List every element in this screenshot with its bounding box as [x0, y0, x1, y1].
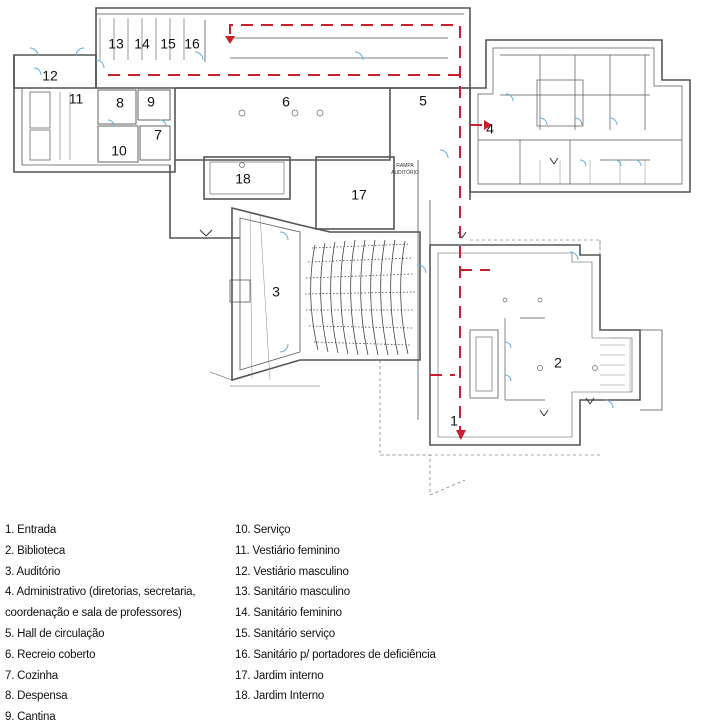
legend-item: 6. Recreio coberto: [5, 648, 96, 661]
legend-item: 11. Vestiário feminino: [235, 544, 340, 557]
legend-item: 3. Auditório: [5, 565, 61, 578]
room-number-8: 8: [116, 95, 124, 111]
door-jambs: [199, 157, 595, 417]
ramp-label-line1: RAMPA: [396, 163, 414, 169]
legend-item: 4. Administrativo (diretorias, secretari…: [5, 586, 196, 599]
legend-item: 8. Despensa: [5, 690, 68, 703]
legend-item: 15. Sanitário serviço: [235, 627, 335, 640]
legend-item: 16. Sanitário p/ portadores de deficiênc…: [235, 648, 436, 661]
room-number-6: 6: [282, 94, 290, 110]
room-number-1: 1: [450, 413, 458, 429]
room-number-13: 13: [108, 36, 124, 52]
floor-plan: RAMPA AUDITÓRIO 1 2 3 4 5 6 7 8 9 10 11 …: [13, 7, 691, 496]
ramp-label-line2: AUDITÓRIO: [391, 169, 419, 176]
route-arrows: [225, 36, 492, 440]
legend-column-left: 1. Entrada 2. Biblioteca 3. Auditório 4.…: [5, 520, 225, 728]
legend-item: 18. Jardim Interno: [235, 690, 325, 703]
legend-item: 10. Serviço: [235, 524, 291, 536]
room-number-10: 10: [111, 143, 127, 159]
legend-item: 2. Biblioteca: [5, 544, 66, 557]
legend-item: 9. Cantina: [5, 711, 56, 724]
legend-item: 12. Vestiário masculino: [235, 565, 349, 578]
room-number-2: 2: [554, 355, 562, 371]
legend-item: 5. Hall de circulação: [5, 627, 105, 640]
legend-item: 13. Sanitário masculino: [235, 586, 350, 599]
room-number-15: 15: [160, 36, 176, 52]
room-number-17: 17: [351, 187, 367, 203]
room-number-18: 18: [235, 171, 251, 187]
room-number-12: 12: [42, 68, 58, 84]
room-number-9: 9: [147, 94, 155, 110]
legend-column-right: 10. Serviço 11. Vestiário feminino 12. V…: [235, 520, 535, 707]
room-number-7: 7: [154, 127, 162, 143]
room-number-5: 5: [419, 93, 427, 109]
interior-details: [249, 160, 646, 392]
legend-item: coordenação e sala de professores): [5, 607, 182, 620]
legend: 1. Entrada 2. Biblioteca 3. Auditório 4.…: [0, 520, 705, 727]
auditorium-seating: [304, 239, 416, 356]
legend-item: 17. Jardim interno: [235, 669, 324, 682]
room-number-11: 11: [69, 91, 84, 107]
columns: [238, 109, 598, 371]
doors: [29, 47, 642, 409]
building-walls: [13, 7, 691, 496]
legend-item: 1. Entrada: [5, 524, 57, 536]
room-number-4: 4: [486, 121, 494, 137]
room-number-16: 16: [184, 36, 200, 52]
room-number-3: 3: [272, 284, 280, 300]
room-number-14: 14: [134, 36, 150, 52]
legend-item: 7. Cozinha: [5, 669, 58, 682]
legend-item: 14. Sanitário feminino: [235, 607, 342, 620]
accessible-route: [100, 24, 490, 438]
